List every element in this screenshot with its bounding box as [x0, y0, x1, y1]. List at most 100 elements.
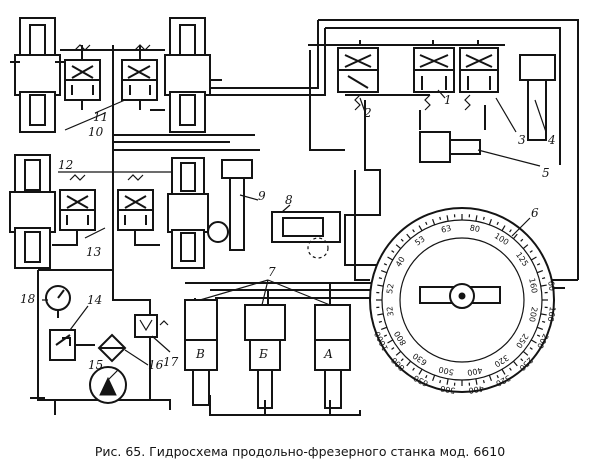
dial-tick [395, 244, 402, 250]
cylinder-10-right [150, 17, 222, 133]
dial-tick [446, 215, 449, 222]
dial-tick [418, 225, 423, 232]
dial-tick [383, 334, 388, 337]
dial-inner-label-4: 80 [469, 223, 481, 234]
dial-tick [391, 347, 395, 350]
cylinder-10-left [10, 17, 65, 133]
dial-tick [412, 229, 415, 233]
letter-a: А [323, 347, 333, 361]
dial-tick [482, 216, 485, 220]
dial-inner-label-3: 63 [440, 224, 452, 235]
dial-tick [520, 238, 524, 242]
throttle-17 [134, 314, 169, 338]
dial-inner-label-11: 400 [467, 366, 484, 378]
dial-tick [475, 378, 478, 385]
dial-tick [387, 339, 394, 344]
dial-outer-label-6: 500 [440, 384, 457, 395]
dial-tick [406, 233, 412, 240]
callout-8: 8 [285, 193, 293, 207]
dial-tick [488, 374, 492, 382]
cylinder-7-a [314, 304, 351, 409]
dial-tick [509, 367, 512, 371]
cylinder-12-right [167, 157, 209, 269]
dial-tick [496, 374, 499, 379]
dial-tick [509, 229, 512, 233]
dial-tick [395, 350, 402, 356]
leader-lines [42, 89, 547, 381]
dial-tick [425, 221, 428, 226]
dial-tick [542, 320, 546, 323]
dial-tick [475, 215, 478, 222]
callout-18: 18 [20, 292, 36, 306]
dial-tick [412, 367, 415, 371]
dial-inner-label-12: 500 [438, 365, 455, 377]
callout-13: 13 [86, 245, 102, 259]
valve-13-left [52, 174, 96, 246]
dial-tick [378, 320, 382, 323]
cylinder-12-left [9, 154, 56, 269]
dial-tick [542, 277, 546, 280]
dial-outer-label-5: 400 [468, 384, 485, 395]
callout-9: 9 [258, 189, 266, 203]
cylinder-7-b [244, 304, 286, 409]
valve-3 [459, 47, 499, 111]
callout-16: 16 [148, 358, 164, 372]
dial-inner-label-8: 200 [527, 306, 539, 323]
dial-tick [512, 233, 518, 240]
dial-tick [512, 360, 518, 367]
callout-3: 3 [518, 133, 526, 147]
dial-tick [378, 277, 382, 280]
letter-v: В [195, 347, 205, 361]
dial-tick [446, 378, 449, 385]
dial-tick [439, 380, 442, 384]
dial-tick [529, 347, 533, 350]
callout-14: 14 [87, 293, 102, 307]
dial-tick [529, 250, 533, 253]
dial-tick [377, 284, 384, 287]
letter-b: Б [258, 347, 268, 361]
dial-tick [380, 270, 388, 274]
dial-tick [536, 334, 541, 337]
dial-outer-label-1: 160 [546, 306, 557, 323]
dial-tick [530, 339, 537, 344]
dial-tick [400, 238, 404, 242]
callout-4: 4 [547, 133, 556, 147]
callout-11: 11 [93, 110, 108, 124]
dial-tick [406, 360, 412, 367]
callout-5: 5 [542, 166, 550, 180]
cylinder-8 [271, 211, 341, 259]
callout-2: 2 [363, 106, 372, 120]
valve-2 [337, 47, 379, 111]
pipe-network [30, 19, 579, 416]
callout-7: 7 [268, 265, 276, 279]
dial-tick [418, 368, 423, 375]
callout-12: 12 [58, 158, 73, 172]
callout-15: 15 [88, 358, 103, 372]
dial-inner-label-0: 52 [385, 283, 395, 294]
callout-17: 17 [163, 355, 179, 369]
dial-tick [439, 216, 442, 220]
dial-tick [432, 218, 436, 226]
dial-tick [540, 284, 547, 287]
callout-labels: 1 2 3 4 5 6 7 8 9 10 11 12 13 14 15 16 1… [20, 93, 556, 372]
dial-tick [522, 350, 529, 356]
dial-outer-label-0: 60 [546, 280, 556, 291]
dial-tick [425, 374, 428, 379]
cylinder-9 [207, 159, 253, 251]
dial-tick [377, 313, 384, 316]
filter-16 [97, 333, 127, 363]
cylinder-4 [519, 54, 556, 141]
dial-tick [496, 221, 499, 226]
dial-tick [536, 270, 544, 274]
valve-11-right [121, 44, 158, 110]
pressure-gauge-18 [45, 285, 71, 318]
feed-dial-6 [369, 207, 555, 393]
dial-tick [540, 313, 547, 316]
dial-inner-label-7: 160 [527, 277, 539, 294]
hydraulic-schematic: 1 2 3 4 5 6 7 8 9 10 11 12 13 14 15 16 1… [9, 17, 579, 416]
dial-tick [380, 326, 388, 330]
dial-tick [522, 244, 529, 250]
valve-11-left [64, 44, 101, 110]
cylinder-5 [419, 131, 481, 163]
